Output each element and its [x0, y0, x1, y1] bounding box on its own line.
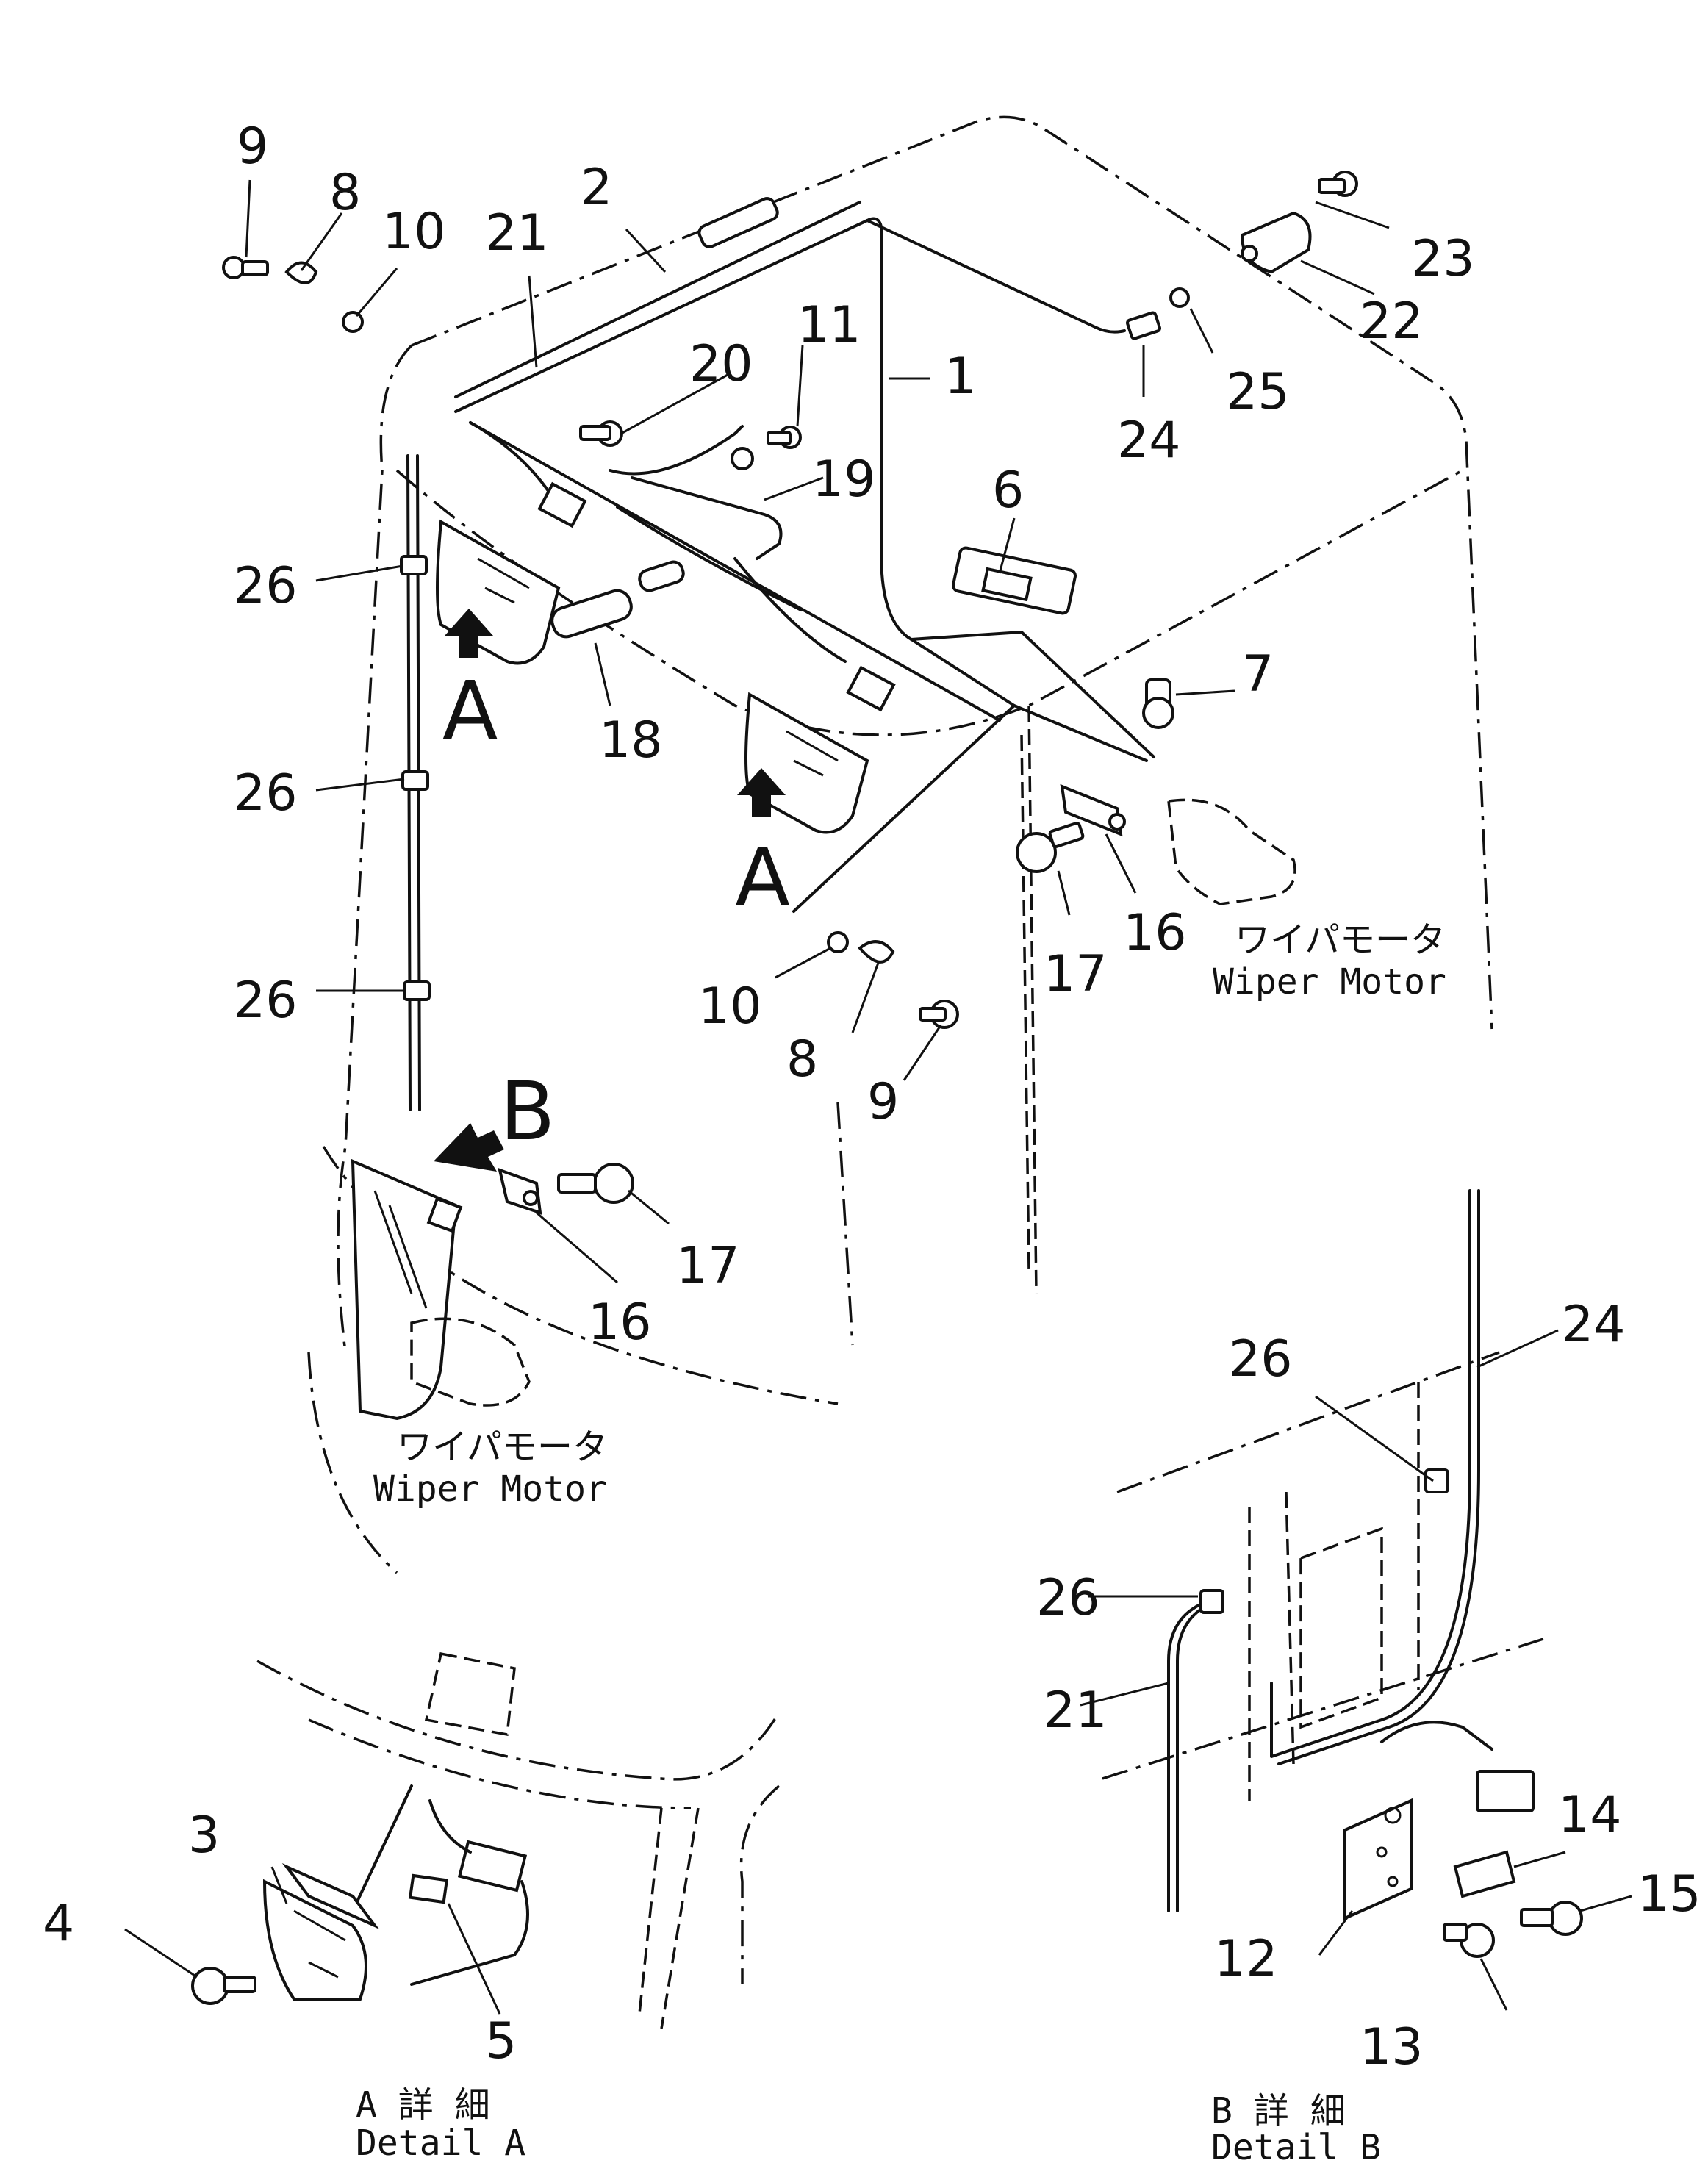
callout-26-a: 26: [234, 557, 298, 615]
callout-1: 1: [944, 348, 976, 406]
callout-22: 22: [1360, 293, 1424, 351]
cab-outline: [307, 115, 1493, 1574]
callout-18: 18: [599, 711, 663, 770]
callout-26-e: 26: [1036, 1569, 1100, 1627]
callout-24: 24: [1117, 412, 1181, 470]
callout-3: 3: [188, 1807, 220, 1865]
detail-b: [1102, 1189, 1583, 1958]
detail-a-en: Detail A: [356, 2123, 525, 2163]
callout-25: 25: [1226, 363, 1290, 421]
callout-14: 14: [1558, 1786, 1622, 1844]
callout-10: 10: [382, 203, 446, 261]
callout-17-lower: 17: [676, 1237, 740, 1295]
callout-26-d: 26: [1229, 1330, 1293, 1388]
arrow-b-icon: [434, 1123, 504, 1172]
callout-7: 7: [1242, 645, 1274, 703]
callout-21: 21: [485, 204, 549, 262]
callout-19: 19: [812, 451, 876, 509]
leader-lines: [124, 179, 1632, 2015]
arrow-a1-icon: [445, 609, 493, 658]
callout-4: 4: [43, 1895, 74, 1953]
detail-a-jp: A 詳 細: [356, 2084, 490, 2126]
callout-9: 9: [237, 118, 268, 176]
callout-10-lower: 10: [698, 978, 762, 1036]
callout-17-right: 17: [1044, 945, 1108, 1003]
callout-2: 2: [581, 159, 612, 217]
callout-8: 8: [329, 164, 361, 222]
callout-26-c: 26: [234, 972, 298, 1030]
view-letter-a2: A: [735, 831, 790, 925]
wiper-motor-jp-right: ワイパモータ: [1235, 919, 1446, 961]
callout-5: 5: [485, 2012, 517, 2070]
wiper-motor-en-right: Wiper Motor: [1213, 961, 1446, 1002]
callout-26-b: 26: [234, 764, 298, 822]
callout-9-lower: 9: [867, 1073, 899, 1131]
detail-a: [191, 1651, 781, 2029]
callout-23: 23: [1411, 230, 1475, 288]
wiper-motor-en-lower: Wiper Motor: [373, 1468, 607, 1510]
callout-15: 15: [1637, 1865, 1701, 1923]
callout-16-right: 16: [1123, 904, 1187, 962]
callout-12: 12: [1214, 1930, 1278, 1988]
wiper-motor-jp-lower: ワイパモータ: [397, 1427, 608, 1468]
callout-13: 13: [1360, 2018, 1424, 2076]
callout-21-b: 21: [1044, 1682, 1108, 1740]
callout-20: 20: [689, 335, 753, 393]
callout-6: 6: [992, 462, 1024, 520]
parts-main: [222, 171, 1358, 1421]
arrow-a2-icon: [737, 768, 786, 817]
view-letter-a1: A: [442, 664, 498, 758]
callouts: 9 8 10 2 21 1 20 11 19 6 7 23 22 24 25 1…: [43, 118, 1701, 2076]
labels: A A B ワイパモータ Wiper Motor ワイパモータ Wiper Mo…: [356, 664, 1446, 2163]
callout-11: 11: [797, 296, 861, 354]
callout-8-lower: 8: [786, 1030, 818, 1088]
callout-16-lower: 16: [588, 1294, 652, 1352]
view-arrows: [434, 609, 786, 1172]
callout-24-b: 24: [1562, 1296, 1626, 1354]
view-letter-b: B: [500, 1064, 555, 1158]
detail-b-jp: B 詳 細: [1211, 2090, 1346, 2131]
detail-b-en: Detail B: [1211, 2127, 1381, 2163]
